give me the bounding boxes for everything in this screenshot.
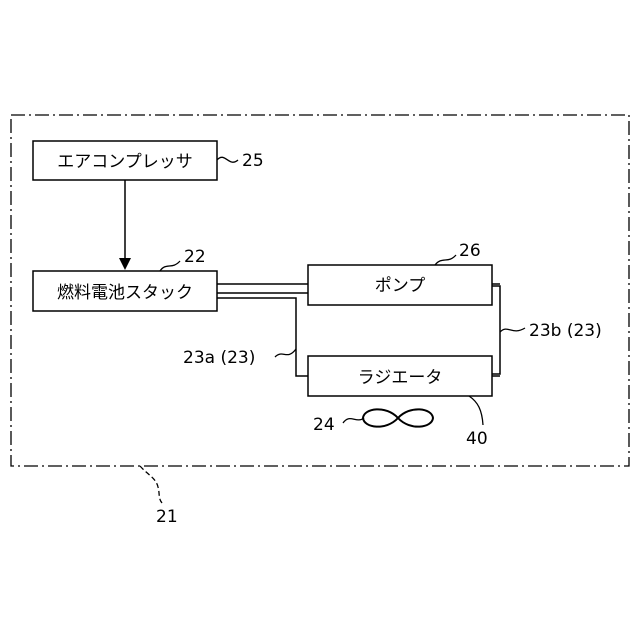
coolant-pipe-23b xyxy=(492,284,500,376)
fan-icon xyxy=(363,409,433,426)
ref-23a: 23a (23) xyxy=(183,348,255,368)
pump-label: ポンプ xyxy=(375,276,426,296)
leader-23a xyxy=(275,349,296,357)
ref-22: 22 xyxy=(184,247,206,267)
ref-24: 24 xyxy=(313,415,335,435)
leader-25 xyxy=(217,157,238,162)
ref-23b: 23b (23) xyxy=(529,321,602,341)
leader-26 xyxy=(435,255,456,265)
fuel-cell-stack-label: 燃料電池スタック xyxy=(57,283,193,303)
ref-25: 25 xyxy=(242,151,264,171)
leader-40 xyxy=(469,396,483,425)
leader-21 xyxy=(140,466,162,503)
ref-40: 40 xyxy=(466,429,488,449)
air-compressor-label: エアコンプレッサ xyxy=(57,152,193,172)
leader-24 xyxy=(343,418,364,423)
arrow-head-icon xyxy=(119,258,131,270)
leader-23b xyxy=(500,328,525,332)
leader-22 xyxy=(160,261,180,271)
ref-21: 21 xyxy=(156,507,178,527)
ref-26: 26 xyxy=(459,241,481,261)
radiator-label: ラジエータ xyxy=(358,368,443,388)
